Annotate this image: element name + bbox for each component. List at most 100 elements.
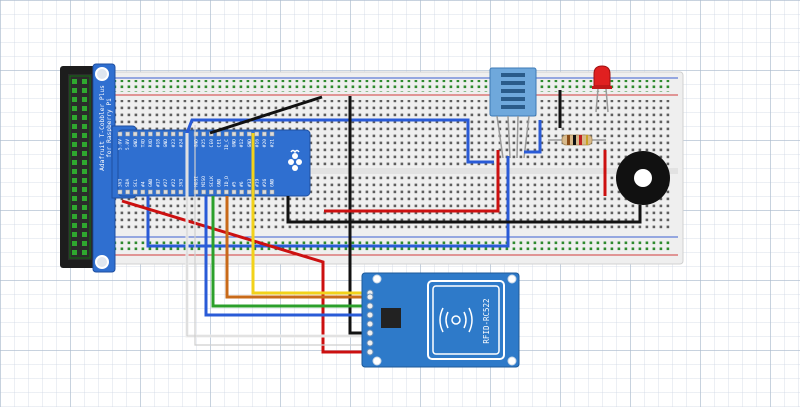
connector-pin [72,214,77,219]
cobbler-pin-hole [125,189,130,195]
cobbler-pin-label: #21 [270,139,276,148]
rfid-pin [366,320,374,328]
cobbler-pin-hole [246,189,252,195]
cobbler-pin-hole [125,131,130,137]
connector-pin-field [69,75,91,259]
connector-pin [72,241,77,246]
resistor-band-4 [586,135,588,145]
buzzer-icon [616,151,670,205]
connector-pin [82,124,87,129]
cobbler-bottom-pin-holes [117,189,275,195]
cobbler-pin-label: #4 [140,181,146,187]
cobbler-pin-label: #17 [156,178,162,187]
led-leg-cathode [595,88,599,113]
led-lens [593,65,611,87]
connector-pin [72,232,77,237]
connector-pin [82,223,87,228]
cobbler-pin-label: #25 [201,139,207,148]
connector-pin [82,187,87,192]
connector-pins [72,79,87,255]
rfid-module-label: RFID-RC522 [482,298,491,343]
connector-pin [82,214,87,219]
rfid-antenna-coil [427,280,505,360]
cobbler-top-pin-holes [117,131,275,137]
wire-red-dht [324,150,500,213]
connector-pin [72,79,77,84]
rfid-pin [366,302,374,310]
wire-white-rfid-outline [186,133,370,337]
connector-pin [72,106,77,111]
cobbler-pin-hole [216,131,222,137]
cobbler-pin-hole [224,189,229,195]
connector-pin [82,151,87,156]
resistor-band-1 [567,135,570,145]
cobbler-pin-label: #13 [247,178,253,187]
cobbler-pin-label: 5.0V [118,139,124,150]
t-cobbler-board: Adafruit T-Cobbler Plus for Raspberry Pi… [92,63,311,273]
cobbler-mount-hole-top [95,67,109,81]
cobbler-pin-label: #20 [262,139,268,148]
rfid-pin [366,311,374,319]
cobbler-pin-hole [155,131,161,137]
cobbler-pin-hole [193,131,199,137]
connector-pin [72,178,77,183]
connector-pin [82,97,87,102]
wires [121,90,642,354]
cobbler-pin-hole [201,131,206,137]
cobbler-pin-hole [246,131,252,137]
dht-vent-5 [501,105,525,109]
connector-pin [72,151,77,156]
cobbler-pin-hole [262,189,267,195]
connector-pin [72,160,77,165]
connector-pin [72,223,77,228]
connector-pin [72,133,77,138]
wire-blue-rfid [204,196,370,317]
connector-pin [72,169,77,174]
cobbler-pin-label: TXD [140,139,146,148]
cobbler-pin-label: #26 [262,178,268,187]
cobbler-pin-hole [208,189,214,195]
connector-pin [82,88,87,93]
rfid-pin [366,329,374,337]
dht-vent-3 [501,89,525,93]
resistor-band-3 [579,135,582,145]
cobbler-pin-hole [269,131,275,137]
rfid-header-pins [366,289,374,356]
nfc-symbol-icon [439,307,473,333]
cobbler-pin-label: #24 [178,139,184,148]
cobbler-pin-hole [163,189,168,195]
connector-pin [82,205,87,210]
cobbler-pin-hole [262,131,267,137]
led-leg-anode [605,88,609,113]
connector-slot [68,74,92,260]
connector-pin [72,142,77,147]
cobbler-pin-hole [117,189,123,195]
raspberry-pi-logo-icon [288,149,302,171]
cobbler-pin-label: #18 [156,139,162,148]
wire-black-diagonal [209,95,323,135]
dht-leg-3 [516,115,519,159]
connector-pin [82,115,87,120]
rfid-pin [366,293,374,301]
connector-pin [82,250,87,255]
cobbler-pin-label: CE1 [216,139,222,148]
rfid-mount-hole-2 [372,356,382,366]
cobbler-pin-hole [132,189,138,195]
cobbler-pin-hole [239,189,244,195]
cobbler-pin-label: CE0 [209,139,215,148]
cobbler-pin-hole [178,189,184,195]
dht-vent-2 [501,81,525,85]
wire-orange-rfid [225,196,370,299]
wire-yellow-rfid [251,133,370,295]
top-power-rail [112,80,672,92]
wire-blue-dht-ground [524,120,542,154]
dht-sensor [489,67,537,159]
center-channel [100,168,678,174]
cobbler-brand-line1: Adafruit T-Cobbler Plus [99,85,106,171]
rfid-pin [366,339,374,347]
connector-pin [82,133,87,138]
buzzer-hole [634,169,652,187]
cobbler-pin-label: GND [232,139,238,148]
cobbler-pin-label: GND [133,139,139,148]
